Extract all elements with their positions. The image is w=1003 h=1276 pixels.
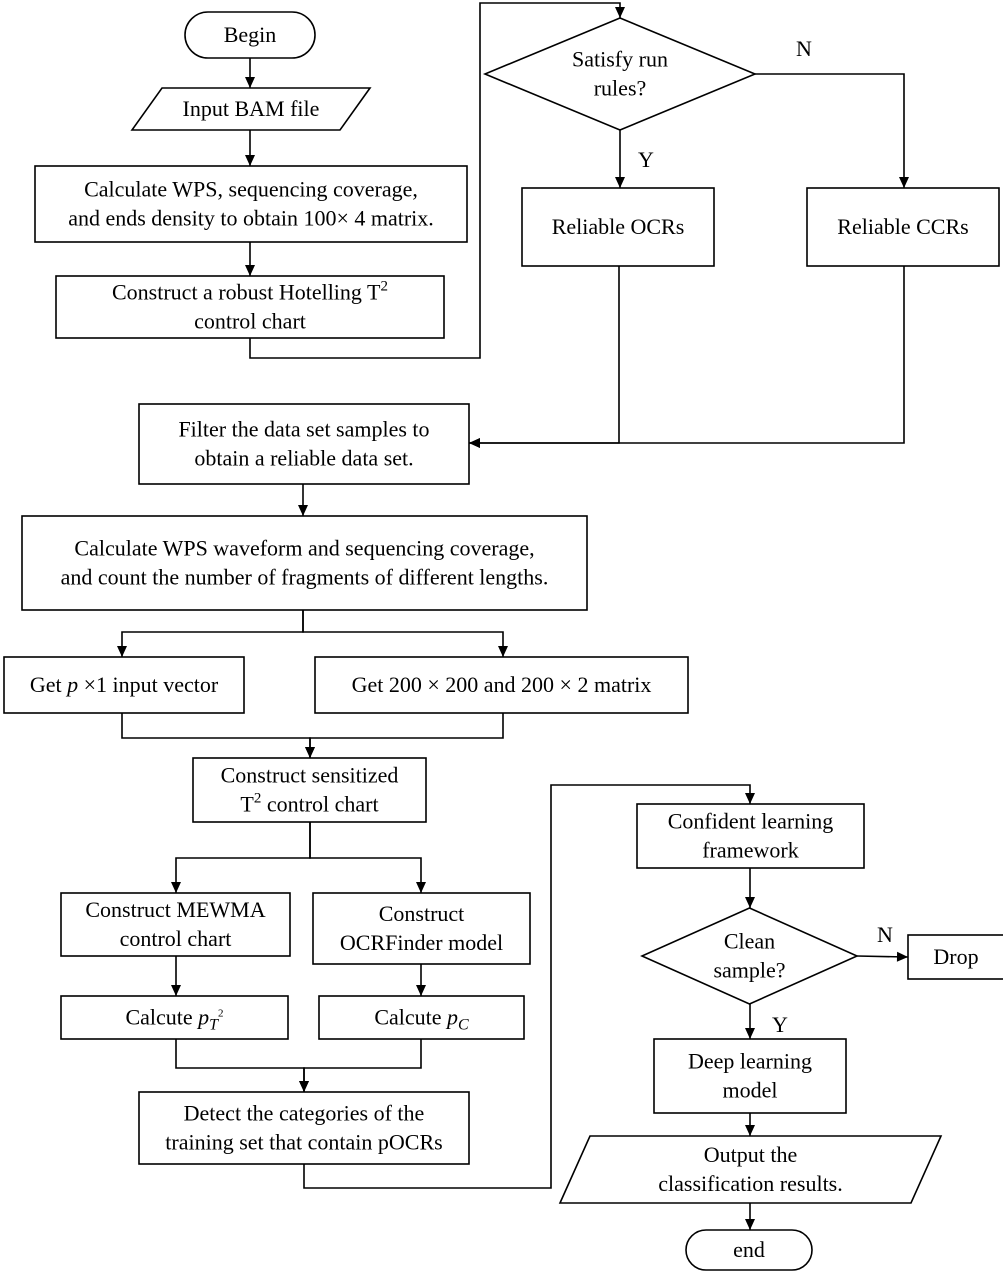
edge-filter-to-calc_waveform (298, 484, 308, 516)
edge-run_rules-to-reliable_ocrs: Y (615, 130, 654, 188)
edge-input_bam-to-calc_wps (245, 130, 255, 166)
node-label: Output the (704, 1142, 798, 1167)
node-label: Calcute pT2 (125, 1005, 223, 1034)
node-label: classification results. (658, 1171, 843, 1196)
node-label: control chart (120, 926, 232, 951)
edge-calc_waveform-to-matrix (302, 610, 508, 657)
edge-matrix-to-sensitized_t2 (305, 713, 504, 758)
node-label: Calculate WPS waveform and sequencing co… (74, 536, 534, 561)
edge-sensitized_t2-to-ocrfinder (309, 822, 426, 893)
node-label: framework (702, 838, 799, 863)
node-label: Calcute pC (374, 1005, 469, 1034)
edge-calc_pc-to-detect (299, 1039, 422, 1092)
node-run-rules: Satisfy run rules? (482, 17, 758, 131)
node-output: Output the classification results. (558, 1135, 943, 1204)
node-deep: Deep learning model (653, 1038, 847, 1114)
node-label: and ends density to obtain 100× 4 matrix… (68, 206, 434, 231)
node-input-vector: Get p ×1 input vector (3, 656, 245, 714)
node-matrix: Get 200 × 200 and 200 × 2 matrix (314, 656, 689, 714)
node-calc-pc: Calcute pC (318, 995, 525, 1040)
edge-label-n: N (877, 922, 893, 947)
node-calc-pt2: Calcute pT2 (60, 995, 289, 1040)
edge-ocrfinder-to-calc_pc (416, 964, 426, 996)
node-confident: Confident learning framework (636, 803, 865, 869)
edge-clean-to-deep: Y (745, 1004, 788, 1039)
edge-mewma-to-calc_pt2 (171, 956, 181, 996)
node-calc-wps: Calculate WPS, sequencing coverage, and e… (34, 165, 468, 243)
node-reliable-ccrs: Reliable CCRs (806, 187, 1000, 267)
node-label: Get p ×1 input vector (30, 672, 219, 697)
node-label: obtain a reliable data set. (194, 446, 413, 471)
node-label: Detect the categories of the (184, 1101, 425, 1126)
node-label: Input BAM file (183, 96, 320, 121)
edge-label-y: Y (772, 1012, 788, 1037)
node-label: T2 control chart (240, 791, 378, 817)
node-label: Clean (724, 929, 775, 954)
node-label: rules? (594, 76, 647, 101)
node-label: Reliable OCRs (552, 214, 685, 239)
edge-run_rules-to-reliable_ccrs: N (755, 36, 909, 188)
node-detect: Detect the categories of the training set… (138, 1091, 470, 1165)
edge-calc_pt2-to-detect (175, 1039, 309, 1092)
edge-confident-to-clean (745, 868, 755, 908)
edge-label-n: N (796, 36, 812, 61)
edge-reliable_ccrs-to-filter (469, 266, 905, 448)
node-label: Deep learning (688, 1049, 812, 1074)
node-label: Get 200 × 200 and 200 × 2 matrix (352, 672, 652, 697)
edge-robust_t2-to-run_rules (249, 2, 625, 359)
node-label: Drop (933, 944, 978, 969)
edge-calc_waveform-to-input_vector (117, 610, 304, 657)
node-label: Confident learning (668, 809, 834, 834)
edge-clean-to-drop: N (856, 922, 909, 962)
node-label: Construct MEWMA (85, 897, 265, 922)
edge-deep-to-output (745, 1113, 755, 1136)
node-label: OCRFinder model (340, 930, 503, 955)
node-drop: Drop (907, 934, 1003, 980)
node-label: Filter the data set samples to (178, 417, 429, 442)
node-label: model (723, 1078, 778, 1103)
node-label: Construct sensitized (221, 763, 399, 788)
edge-sensitized_t2-to-mewma (171, 822, 311, 893)
node-label: Calculate WPS, sequencing coverage, (84, 177, 418, 202)
node-label: end (733, 1237, 765, 1262)
node-end: end (685, 1229, 813, 1271)
node-label: and count the number of fragments of dif… (61, 565, 549, 590)
node-label: Construct (379, 901, 465, 926)
edge-output-to-end (745, 1203, 755, 1230)
node-label: control chart (194, 309, 306, 334)
node-filter: Filter the data set samples to obtain a r… (138, 403, 470, 485)
edge-reliable_ocrs-to-filter (469, 266, 620, 448)
node-robust-t2: Construct a robust Hotelling T2 control c… (55, 275, 445, 339)
edge-label-y: Y (638, 147, 654, 172)
node-calc-waveform: Calculate WPS waveform and sequencing co… (21, 515, 588, 611)
edge-input_vector-to-sensitized_t2 (121, 713, 315, 758)
edge-begin-to-input_bam (245, 58, 255, 88)
node-clean: Clean sample? (640, 907, 859, 1005)
node-label: training set that contain pOCRs (165, 1130, 442, 1155)
node-label: Construct a robust Hotelling T2 (112, 279, 388, 305)
edges: Y N N Y (117, 2, 909, 1230)
edge-detect-to-confident (303, 784, 755, 1189)
node-label: Begin (224, 22, 277, 47)
node-mewma: Construct MEWMA control chart (60, 892, 291, 957)
node-label: Satisfy run (572, 47, 668, 72)
edge-calc_wps-to-robust_t2 (245, 242, 255, 276)
node-label: Reliable CCRs (837, 214, 968, 239)
node-input-bam: Input BAM file (130, 87, 372, 131)
node-label: sample? (713, 958, 785, 983)
node-reliable-ocrs: Reliable OCRs (521, 187, 715, 267)
node-sensitized-t2: Construct sensitized T2 control chart (192, 757, 427, 823)
node-begin: Begin (184, 11, 316, 59)
